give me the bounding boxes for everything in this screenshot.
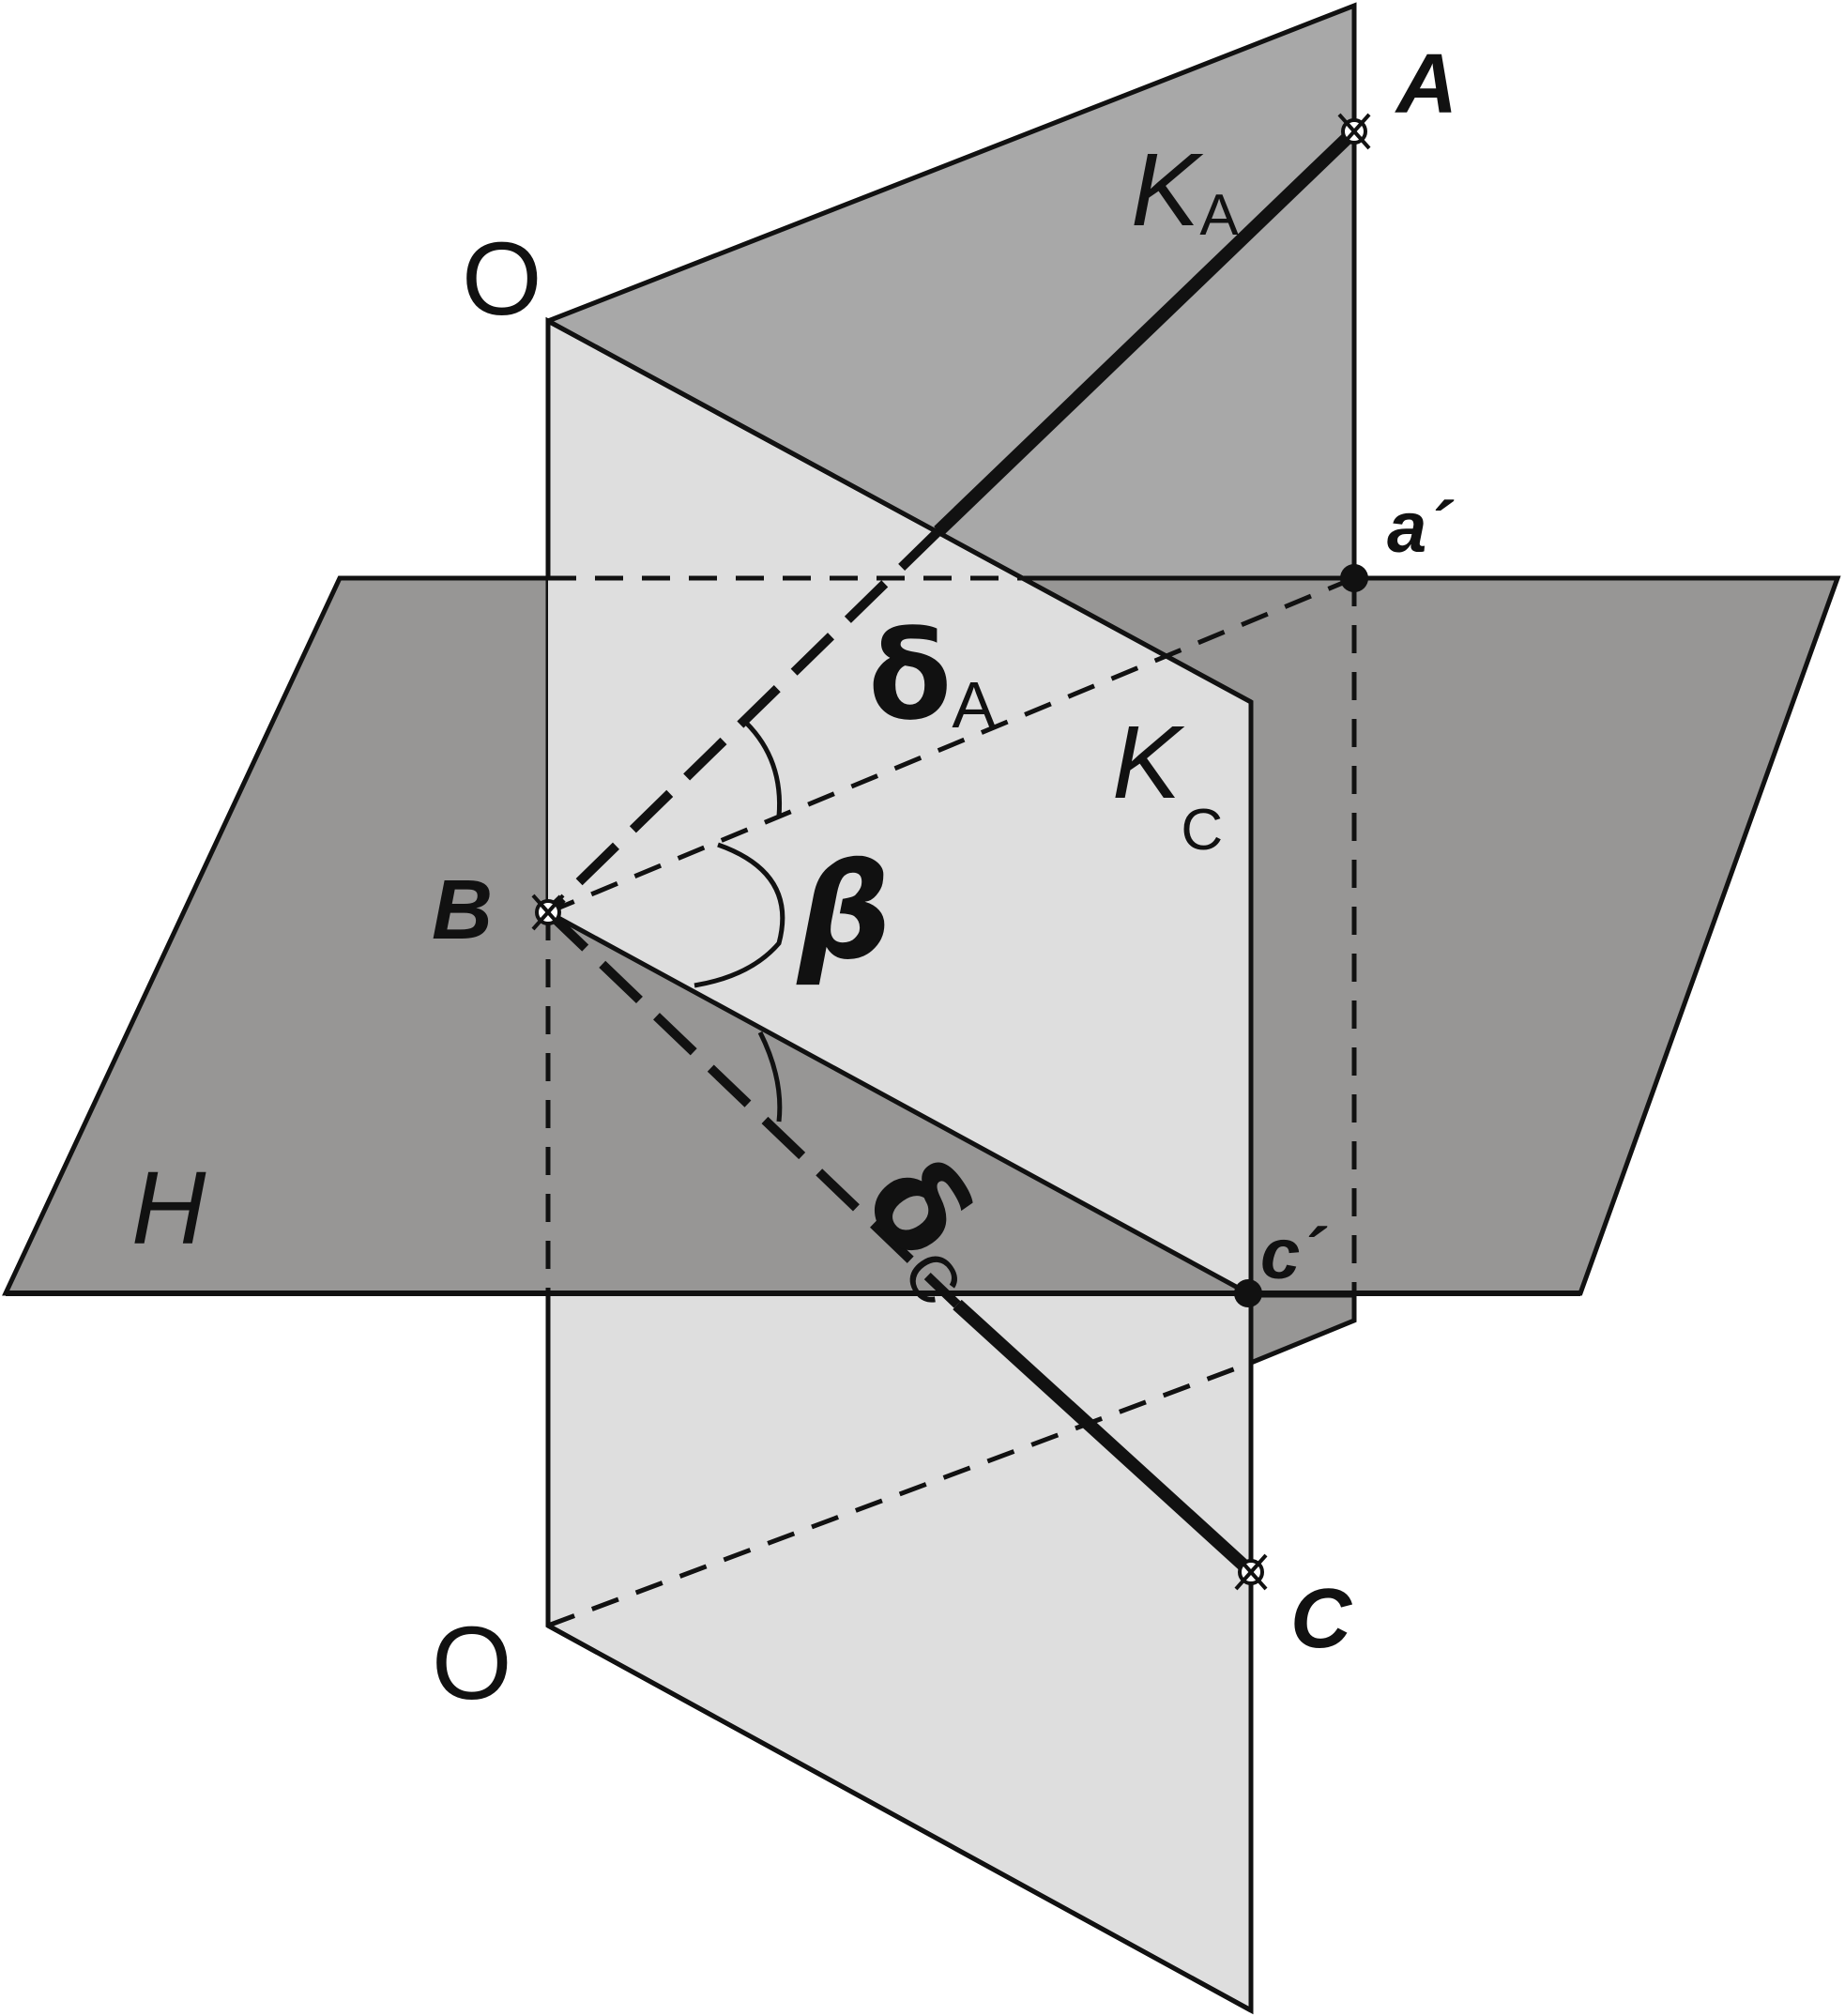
line-ka-dashed [544,527,942,916]
label-delta-a-sub: A [952,668,996,741]
label-delta-a-main: δ [868,604,952,747]
line-kc-dashed [544,909,961,1308]
label-ka-sub: A [1199,183,1239,248]
point-c-marker [1234,1553,1268,1591]
label-kc: KC [1112,705,1223,863]
label-kc-main: K [1112,705,1185,820]
point-a-marker [1337,113,1371,150]
front-plane-bottom-edge [546,1623,1253,2013]
label-kc-sub: C [1181,798,1223,863]
arc-beta [694,842,785,988]
point-a-prime [1340,564,1368,592]
line-b-cprime [546,909,1250,1296]
label-delta-a: δA [868,604,996,747]
label-beta: β [796,836,892,989]
label-ka: KA [1131,132,1239,248]
label-o-top: O [462,221,542,337]
vertical-plane-front-lower [545,1291,1254,2015]
arc-delta-a [744,721,783,817]
label-o-bottom: O [432,1606,512,1721]
label-c-prime: c´ [1260,1214,1328,1294]
line-kc-solid [953,1299,1256,1578]
label-point-a: A [1395,38,1457,131]
dashed-o-cprime [547,1360,1252,1628]
dashed-b-aprime [547,575,1355,915]
label-point-c: C [1290,1572,1353,1666]
label-ka-main: K [1131,132,1204,248]
point-b-marker [531,893,565,931]
vertical-plane-front-over-h [548,578,1251,1293]
line-ka-solid [934,126,1359,537]
label-a-prime: a´ [1387,488,1455,568]
label-h-plane: H [131,1151,206,1266]
label-point-b: B [432,863,493,957]
arc-delta-c [757,1031,783,1123]
front-plane-top-edge [546,318,1253,705]
vertical-plane-back-lower [1248,1292,1357,1367]
point-c-prime [1234,1279,1262,1307]
